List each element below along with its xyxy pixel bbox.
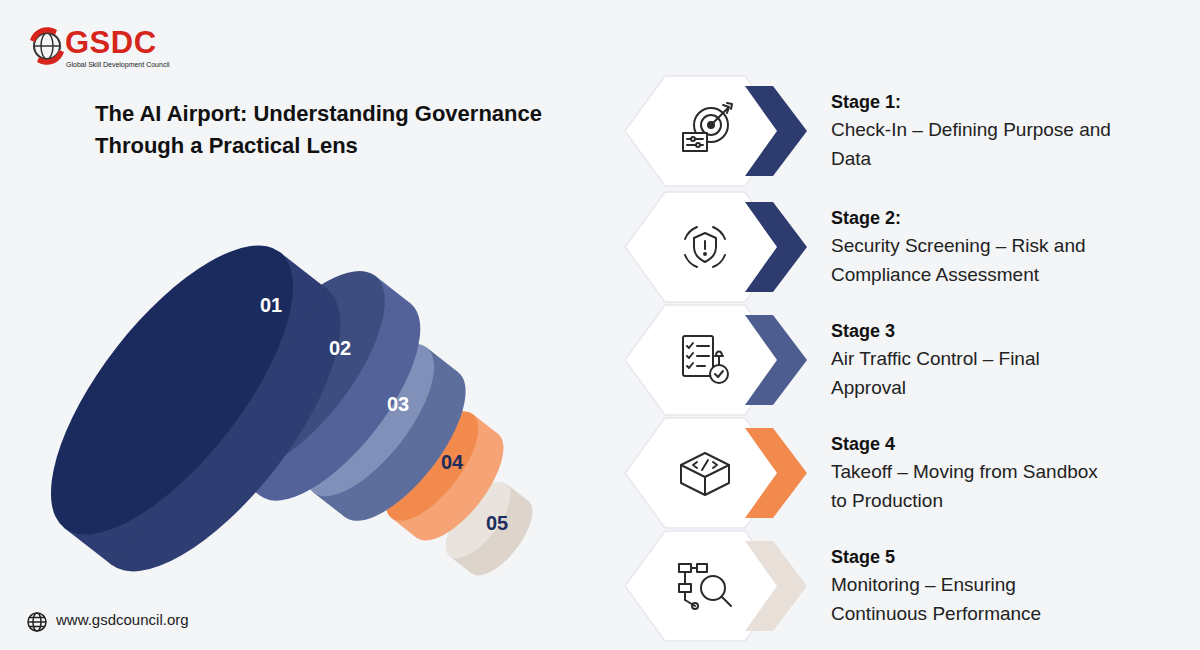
- stage-icon: [683, 103, 732, 151]
- callout-number: 02: [329, 337, 351, 360]
- callout-number: 04: [441, 451, 463, 474]
- stage-description: Air Traffic Control – Final Approval: [831, 345, 1117, 402]
- diagram-title: The AI Airport: Understanding Governance…: [95, 98, 565, 162]
- hexagon-badge: [625, 305, 785, 415]
- stage-text: Stage 1:Check-In – Defining Purpose and …: [831, 89, 1117, 173]
- stage-text: Stage 4Takeoff – Moving from Sandbox to …: [831, 431, 1117, 515]
- callout-number: 03: [387, 393, 409, 416]
- hexagon-badge: [625, 192, 785, 302]
- stage-row: Stage 5Monitoring – Ensuring Continuous …: [625, 528, 1190, 644]
- logo-icon: [30, 27, 64, 65]
- stage-heading: Stage 3: [831, 318, 1117, 345]
- disk-shape: [120, 170, 620, 650]
- disk-shape: [182, 216, 682, 650]
- web-globe-icon: [28, 613, 46, 631]
- stage-text: Stage 2:Security Screening – Risk and Co…: [831, 205, 1117, 289]
- chevron-arrow: [745, 202, 807, 292]
- chevron-arrow: [745, 541, 807, 631]
- stage-marker: [625, 73, 825, 189]
- stage-description: Takeoff – Moving from Sandbox to Product…: [831, 458, 1117, 515]
- stage-description: Monitoring – Ensuring Continuous Perform…: [831, 571, 1117, 628]
- stage-icon: [679, 564, 731, 609]
- chevron-arrow: [745, 428, 807, 518]
- stage-heading: Stage 5: [831, 544, 1117, 571]
- stage-text: Stage 3Air Traffic Control – Final Appro…: [831, 318, 1117, 402]
- stage-icon: [683, 336, 728, 383]
- numbered-disk: 05: [228, 270, 728, 650]
- stage-description: Security Screening – Risk and Compliance…: [831, 232, 1117, 289]
- stage-row: Stage 3Air Traffic Control – Final Appro…: [625, 302, 1190, 418]
- stage-heading: Stage 2:: [831, 205, 1117, 232]
- stage-description: Check-In – Defining Purpose and Data: [831, 116, 1117, 173]
- hexagon-badge: [625, 418, 785, 528]
- callout-number: 05: [486, 512, 508, 535]
- stage-row: Stage 4Takeoff – Moving from Sandbox to …: [625, 415, 1190, 531]
- disk-shape: [0, 140, 422, 640]
- stage-row: Stage 1:Check-In – Defining Purpose and …: [625, 73, 1190, 189]
- stage-heading: Stage 1:: [831, 89, 1117, 116]
- stage-icon: [685, 227, 725, 267]
- numbered-disk: 04: [182, 216, 682, 650]
- stage-heading: Stage 4: [831, 431, 1117, 458]
- stage-icon: [681, 453, 729, 495]
- stage-marker: [625, 302, 825, 418]
- numbered-disk: 02: [50, 122, 550, 622]
- numbered-disk: 03: [120, 170, 620, 650]
- callout-number: 01: [260, 294, 282, 317]
- chevron-arrow: [745, 86, 807, 176]
- disk-shape: [228, 270, 728, 650]
- hexagon-badge: [625, 76, 785, 186]
- numbered-disk: 01: [0, 140, 422, 640]
- stage-marker: [625, 415, 825, 531]
- chevron-arrow: [745, 315, 807, 405]
- stage-marker: [625, 189, 825, 305]
- stage-row: Stage 2:Security Screening – Risk and Co…: [625, 189, 1190, 305]
- hexagon-badge: [625, 531, 785, 641]
- disk-shape: [50, 122, 550, 622]
- stage-marker: [625, 528, 825, 644]
- stage-text: Stage 5Monitoring – Ensuring Continuous …: [831, 544, 1117, 628]
